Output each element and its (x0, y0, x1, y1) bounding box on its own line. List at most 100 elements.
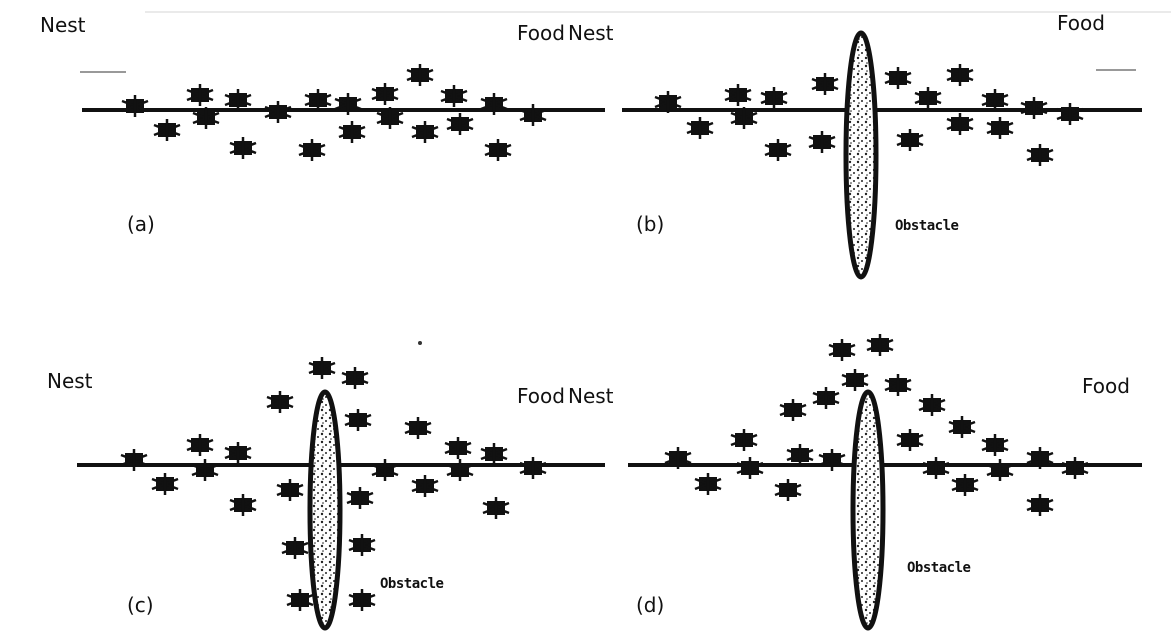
panel-a-nest-label: Nest (40, 13, 86, 37)
ant-icon (347, 587, 377, 613)
ant-icon (773, 477, 803, 503)
panel-c-obstacle-label: Obstacle (380, 576, 444, 592)
ant-icon (481, 495, 511, 521)
ant-icon (403, 415, 433, 441)
ant-icon (980, 432, 1010, 458)
ant-icon (865, 332, 895, 358)
ant-icon (1025, 492, 1055, 518)
ant-icon (483, 137, 513, 163)
panel-c-food-label: Food (517, 384, 565, 408)
ant-icon (685, 115, 715, 141)
ants-panel-a (120, 62, 548, 163)
panel-d-obstacle-label: Obstacle (907, 560, 971, 576)
ant-icon (945, 62, 975, 88)
trail-lines (77, 108, 1142, 467)
ant-icon (370, 81, 400, 107)
specks (80, 69, 1136, 345)
ant-icon (785, 442, 815, 468)
ant-icon (945, 111, 975, 137)
ant-icon (883, 65, 913, 91)
ant-icon (439, 83, 469, 109)
ant-icon (947, 414, 977, 440)
ant-icon (307, 355, 337, 381)
ant-icon (223, 440, 253, 466)
panel-d-nest-label: Nest (568, 384, 614, 408)
panel-c-caption: (c) (127, 593, 154, 617)
ant-icon (729, 427, 759, 453)
ant-icon (817, 447, 847, 473)
obstacle-panel-b (843, 30, 879, 280)
ant-icon (152, 117, 182, 143)
ant-icon (917, 392, 947, 418)
ant-icon (763, 137, 793, 163)
ant-icon (150, 471, 180, 497)
ant-icon (980, 87, 1010, 113)
ant-icon (840, 367, 870, 393)
panel-d-caption: (d) (636, 593, 664, 617)
ant-icon (275, 477, 305, 503)
ant-icon (343, 407, 373, 433)
ant-icon (119, 447, 149, 473)
ant-icon (693, 471, 723, 497)
ant-icon (445, 457, 475, 483)
ant-icon (895, 127, 925, 153)
ant-icon (410, 473, 440, 499)
ant-icon (405, 62, 435, 88)
ant-icon (921, 455, 951, 481)
ant-icon (223, 87, 253, 113)
ant-icon (347, 532, 377, 558)
ant-icon (190, 457, 220, 483)
ant-icon (228, 135, 258, 161)
ant-icon (778, 397, 808, 423)
panel-a-food-label: Food (517, 21, 565, 45)
ant-icon (340, 365, 370, 391)
obstacle-panel-c (307, 389, 343, 631)
panel-b-nest-label: Nest (568, 21, 614, 45)
ant-icon (810, 71, 840, 97)
panel-c-nest-label: Nest (47, 369, 93, 393)
obstacle-icon (307, 30, 886, 631)
ant-icon (120, 93, 150, 119)
speck (1096, 69, 1136, 71)
ant-icon (1060, 455, 1090, 481)
ant-icon (345, 485, 375, 511)
ant-icon (827, 337, 857, 363)
panel-b-obstacle-label: Obstacle (895, 218, 959, 234)
ant-icon (950, 472, 980, 498)
ant-icon (410, 119, 440, 145)
ant-icon (185, 432, 215, 458)
ant-icon (985, 457, 1015, 483)
ant-icon (479, 441, 509, 467)
ant-icon (913, 85, 943, 111)
ant-icon (443, 435, 473, 461)
panel-a-caption: (a) (127, 212, 155, 236)
panel-b-food-label: Food (1057, 11, 1105, 35)
panel-b-caption: (b) (636, 212, 664, 236)
ant-icon (518, 102, 548, 128)
ant-icon (1025, 142, 1055, 168)
ant-icon (759, 85, 789, 111)
ant-icon (895, 427, 925, 453)
ant-icon (735, 455, 765, 481)
ant-icon (445, 111, 475, 137)
ant-icon (185, 82, 215, 108)
ant-icon (723, 82, 753, 108)
ant-icon (883, 372, 913, 398)
ant-icon (1055, 101, 1085, 127)
ant-icon (807, 129, 837, 155)
ant-icon (370, 457, 400, 483)
ant-icon (228, 492, 258, 518)
ant-icon (811, 385, 841, 411)
ant-icon (265, 389, 295, 415)
ant-icon (337, 119, 367, 145)
panel-d-food-label: Food (1082, 374, 1130, 398)
speck (80, 71, 126, 73)
speck (418, 341, 422, 345)
ant-icon (518, 455, 548, 481)
ant-icon (985, 115, 1015, 141)
ant-icon (285, 587, 315, 613)
ant-icon (280, 535, 310, 561)
ant-icon (303, 87, 333, 113)
obstacle-panel-d (850, 389, 886, 631)
